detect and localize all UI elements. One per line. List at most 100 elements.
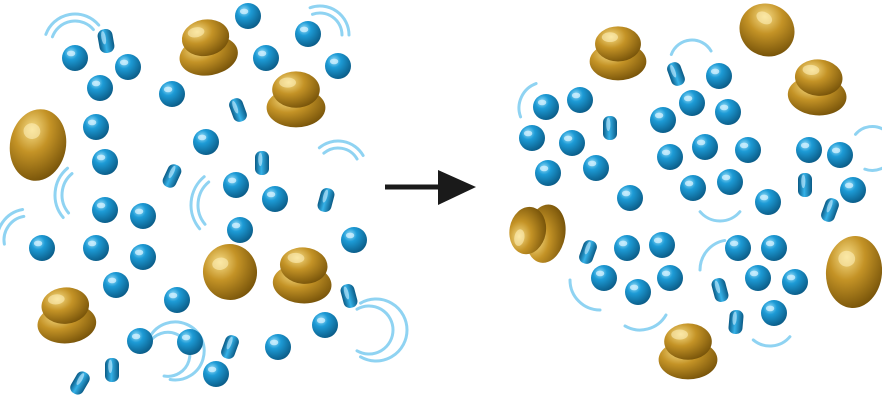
blue-rod-particle — [728, 309, 744, 335]
motion-arc — [568, 278, 602, 312]
blue-particle — [679, 90, 705, 116]
blue-particle — [253, 45, 279, 71]
blue-particle — [657, 144, 683, 170]
blue-particle — [519, 125, 545, 151]
blue-particle — [164, 287, 190, 313]
blue-rod-particle — [579, 240, 597, 264]
blue-rod-particle — [97, 28, 115, 54]
blue-particle — [265, 334, 291, 360]
blue-particle — [83, 235, 109, 261]
blue-particle — [650, 107, 676, 133]
gold-particle — [825, 236, 882, 308]
blue-particle — [92, 197, 118, 223]
blue-particle — [62, 45, 88, 71]
blue-particle — [735, 137, 761, 163]
blue-particle — [796, 137, 822, 163]
blue-particle — [341, 227, 367, 253]
blue-rod-particle — [221, 335, 239, 359]
blue-particle — [725, 235, 751, 261]
blue-particle — [761, 235, 787, 261]
gold-double-particle — [589, 26, 647, 81]
motion-arc — [751, 335, 792, 348]
motion-arc — [322, 146, 359, 161]
blue-particle — [325, 53, 351, 79]
blue-rod-particle — [340, 284, 358, 308]
transition-arrow — [385, 170, 476, 205]
after-state — [509, 3, 882, 380]
motion-arc — [189, 175, 206, 231]
motion-arc — [669, 38, 713, 56]
blue-rod-particle — [162, 164, 182, 188]
motion-arc — [517, 82, 538, 119]
blue-particle — [127, 328, 153, 354]
blue-rod-particle — [798, 173, 812, 197]
motion-arc — [60, 172, 74, 215]
motion-arc — [698, 210, 742, 223]
motion-arc — [317, 139, 365, 157]
blue-particle — [159, 81, 185, 107]
blue-particle — [625, 279, 651, 305]
before-state — [0, 3, 409, 395]
blue-rod-particle — [229, 98, 247, 122]
motion-arc — [623, 313, 668, 332]
blue-particle — [193, 129, 219, 155]
motion-arc — [359, 297, 409, 363]
gold-double-particle — [272, 247, 332, 304]
gold-particle — [739, 3, 795, 57]
arrow-head — [438, 170, 476, 205]
blue-particle — [87, 75, 113, 101]
blue-particle — [840, 177, 866, 203]
gold-double-particle — [37, 287, 97, 344]
blue-particle — [827, 142, 853, 168]
blue-particle — [591, 265, 617, 291]
blue-particle — [203, 361, 229, 387]
blue-rod-particle — [711, 278, 729, 302]
blue-particle — [657, 265, 683, 291]
blue-particle — [130, 203, 156, 229]
gold-double-particle — [179, 19, 238, 76]
blue-particle — [559, 130, 585, 156]
blue-particle — [535, 160, 561, 186]
blue-particle — [680, 175, 706, 201]
motion-arc — [53, 166, 70, 219]
blue-particle — [235, 3, 261, 29]
blue-particle — [567, 87, 593, 113]
blue-rod-particle — [317, 188, 335, 212]
blue-particle — [761, 300, 787, 326]
blue-particle — [617, 185, 643, 211]
blue-particle — [692, 134, 718, 160]
blue-rod-particle — [255, 151, 269, 175]
motion-arc — [50, 19, 95, 39]
blue-particle — [614, 235, 640, 261]
blue-particle — [295, 21, 321, 47]
gold-double-particle — [787, 59, 847, 116]
blue-rod-particle — [105, 358, 119, 382]
motion-arc — [308, 4, 351, 37]
motion-arc — [0, 207, 25, 231]
blue-particle — [755, 189, 781, 215]
blue-particle — [130, 244, 156, 270]
motion-arc — [854, 124, 882, 172]
blue-particle — [83, 114, 109, 140]
blue-particle — [103, 272, 129, 298]
motion-arc — [355, 304, 395, 356]
blue-particle — [92, 149, 118, 175]
blue-rod-particle — [821, 198, 839, 222]
motion-arc — [310, 11, 344, 37]
gold-particle — [9, 109, 67, 181]
blue-particle — [717, 169, 743, 195]
blue-particle — [223, 172, 249, 198]
blue-particle — [706, 63, 732, 89]
blue-particle — [715, 99, 741, 125]
blue-particle — [115, 54, 141, 80]
blue-particle — [583, 155, 609, 181]
blue-particle — [649, 232, 675, 258]
motion-arc — [2, 214, 26, 246]
motion-arc — [196, 180, 211, 226]
blue-rod-particle — [70, 371, 90, 395]
gold-double-particle — [266, 71, 326, 128]
blue-particle — [745, 265, 771, 291]
blue-particle — [262, 186, 288, 212]
gold-double-particle — [658, 323, 718, 380]
